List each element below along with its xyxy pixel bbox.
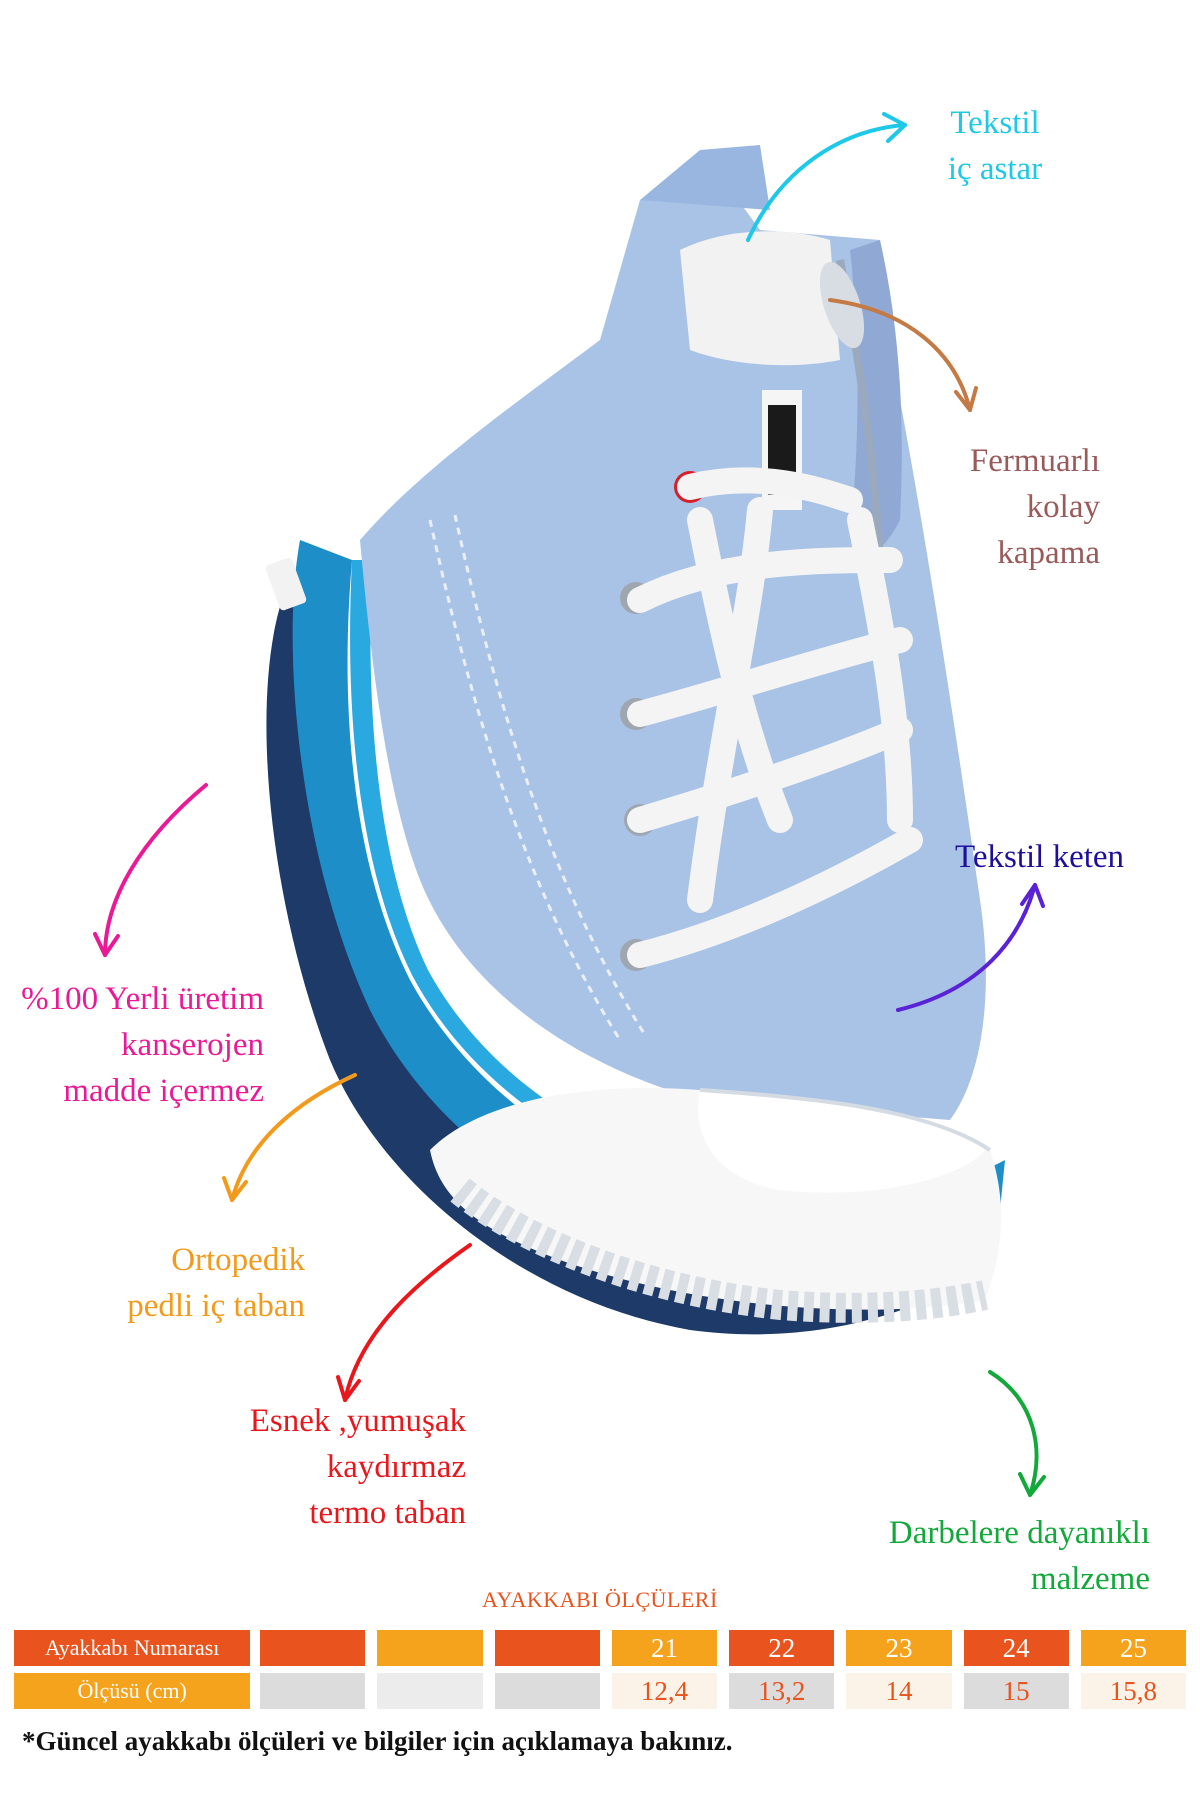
size-chart-title: AYAKKABI ÖLÇÜLERİ bbox=[482, 1587, 718, 1612]
callout-line: kolay bbox=[1026, 489, 1100, 525]
callout-line: kanserojen bbox=[121, 1027, 264, 1063]
size-measure-row: Ölçüsü (cm) 12,4 13,2 14 15 15,8 bbox=[14, 1673, 1186, 1709]
callout-line: termo taban bbox=[309, 1495, 466, 1531]
size-number-cell: 24 bbox=[963, 1630, 1069, 1666]
size-measure-cell bbox=[494, 1673, 600, 1709]
size-measure-cell: 12,4 bbox=[611, 1673, 718, 1709]
footnote: *Güncel ayakkabı ölçüleri ve bilgiler iç… bbox=[22, 1726, 733, 1756]
size-measure-label: Ölçüsü (cm) bbox=[14, 1673, 251, 1709]
callout-line: pedli iç taban bbox=[127, 1288, 305, 1324]
callout-textile-canvas: Tekstil keten bbox=[955, 834, 1195, 880]
callout-local-production: %100 Yerli üretim kanserojen madde içerm… bbox=[10, 976, 264, 1114]
callout-zipper: Fermuarlı kolay kapama bbox=[900, 438, 1100, 576]
size-number-cell bbox=[377, 1630, 483, 1666]
callout-impact-resistant: Darbelere dayanıklı malzeme bbox=[840, 1510, 1150, 1602]
callout-line: %100 Yerli üretim bbox=[21, 981, 264, 1017]
callout-textile-lining: Tekstil iç astar bbox=[925, 100, 1065, 192]
callout-line: Ortopedik bbox=[171, 1242, 305, 1278]
size-number-row: Ayakkabı Numarası 21 22 23 24 25 bbox=[14, 1630, 1186, 1666]
callout-flexible-sole: Esnek ,yumuşak kaydırmaz termo taban bbox=[200, 1398, 466, 1536]
callout-line: Tekstil bbox=[950, 105, 1040, 141]
size-measure-cell bbox=[260, 1673, 366, 1709]
callout-line: Tekstil keten bbox=[955, 839, 1125, 875]
size-measure-cell: 15 bbox=[963, 1673, 1069, 1709]
callout-line: kaydırmaz bbox=[326, 1449, 466, 1485]
size-measure-cell: 13,2 bbox=[729, 1673, 835, 1709]
size-chart-table: Ayakkabı Numarası 21 22 23 24 25 Ölçüsü … bbox=[14, 1630, 1186, 1716]
size-number-cell: 25 bbox=[1080, 1630, 1186, 1666]
size-measure-cell: 14 bbox=[846, 1673, 952, 1709]
size-number-label: Ayakkabı Numarası bbox=[14, 1630, 251, 1666]
size-number-cell bbox=[260, 1630, 366, 1666]
callout-line: Fermuarlı bbox=[969, 443, 1100, 479]
size-number-cell bbox=[494, 1630, 600, 1666]
callout-line: Darbelere dayanıklı bbox=[888, 1515, 1150, 1551]
callout-line: Esnek ,yumuşak bbox=[249, 1403, 466, 1439]
size-number-cell: 22 bbox=[729, 1630, 835, 1666]
callout-line: iç astar bbox=[947, 151, 1043, 187]
callout-line: kapama bbox=[997, 535, 1100, 571]
size-measure-cell: 15,8 bbox=[1080, 1673, 1186, 1709]
size-number-cell: 23 bbox=[846, 1630, 952, 1666]
size-measure-cell bbox=[377, 1673, 483, 1709]
callout-line: malzeme bbox=[1030, 1561, 1150, 1597]
callout-orthopedic-insole: Ortopedik pedli iç taban bbox=[60, 1237, 305, 1329]
callout-line: madde içermez bbox=[63, 1073, 264, 1109]
size-number-cell: 21 bbox=[611, 1630, 718, 1666]
